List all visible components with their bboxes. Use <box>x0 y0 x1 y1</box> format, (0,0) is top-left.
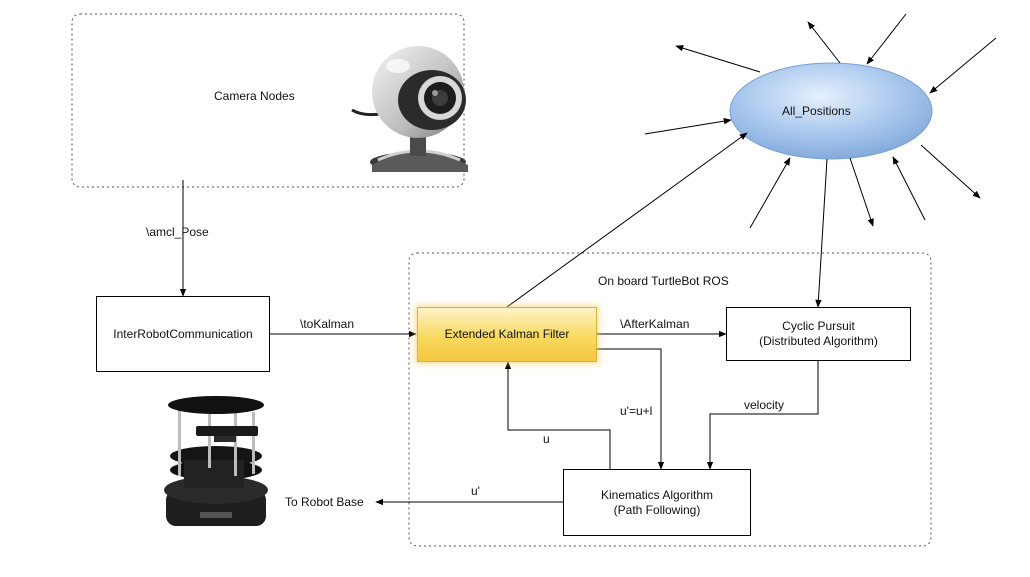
onboard-label: On board TurtleBot ROS <box>598 274 729 288</box>
inter-robot-communication-node: InterRobotCommunication <box>96 296 270 372</box>
turtlebot-image <box>164 396 268 526</box>
positions-to-pursuit-arrow <box>815 158 828 308</box>
inter-robot-communication-label: InterRobotCommunication <box>113 326 253 341</box>
cyclic-pursuit-subtitle: (Distributed Algorithm) <box>759 334 878 348</box>
kinematics-algorithm-title: Kinematics Algorithm <box>600 487 714 502</box>
kinematics-algorithm-node: Kinematics Algorithm (Path Following) <box>563 469 751 536</box>
after-kalman-label: \AfterKalman <box>620 317 690 331</box>
all-positions-label: All_Positions <box>782 104 851 118</box>
cyclic-pursuit-node: Cyclic Pursuit (Distributed Algorithm) <box>726 307 911 361</box>
u-prime-eq-label: u'=u+l <box>620 404 653 418</box>
velocity-arrow <box>706 361 819 470</box>
onboard-region <box>408 252 932 547</box>
to-robot-base-label: To Robot Base <box>285 495 364 509</box>
outgoing-arrows <box>675 21 981 227</box>
camera-nodes-label: Camera Nodes <box>214 89 295 103</box>
cyclic-pursuit-title: Cyclic Pursuit <box>782 319 855 333</box>
to-kalman-label: \toKalman <box>300 317 355 331</box>
extended-kalman-filter-node: Extended Kalman Filter <box>417 307 597 362</box>
all-positions-ellipse <box>729 62 933 160</box>
amcl-pose-label: \amcl_Pose <box>146 225 209 239</box>
u-prime-eq-arrow <box>597 348 665 470</box>
extended-kalman-filter-label: Extended Kalman Filter <box>444 327 570 341</box>
velocity-label: velocity <box>744 398 785 412</box>
incoming-arrows <box>644 13 997 229</box>
u-label: u <box>543 432 550 446</box>
kinematics-algorithm-subtitle: (Path Following) <box>613 502 701 517</box>
u-prime-label: u' <box>471 484 480 498</box>
webcam-image <box>351 46 468 172</box>
u-arrow <box>504 361 611 469</box>
kalman-to-positions-arrow <box>506 132 748 308</box>
